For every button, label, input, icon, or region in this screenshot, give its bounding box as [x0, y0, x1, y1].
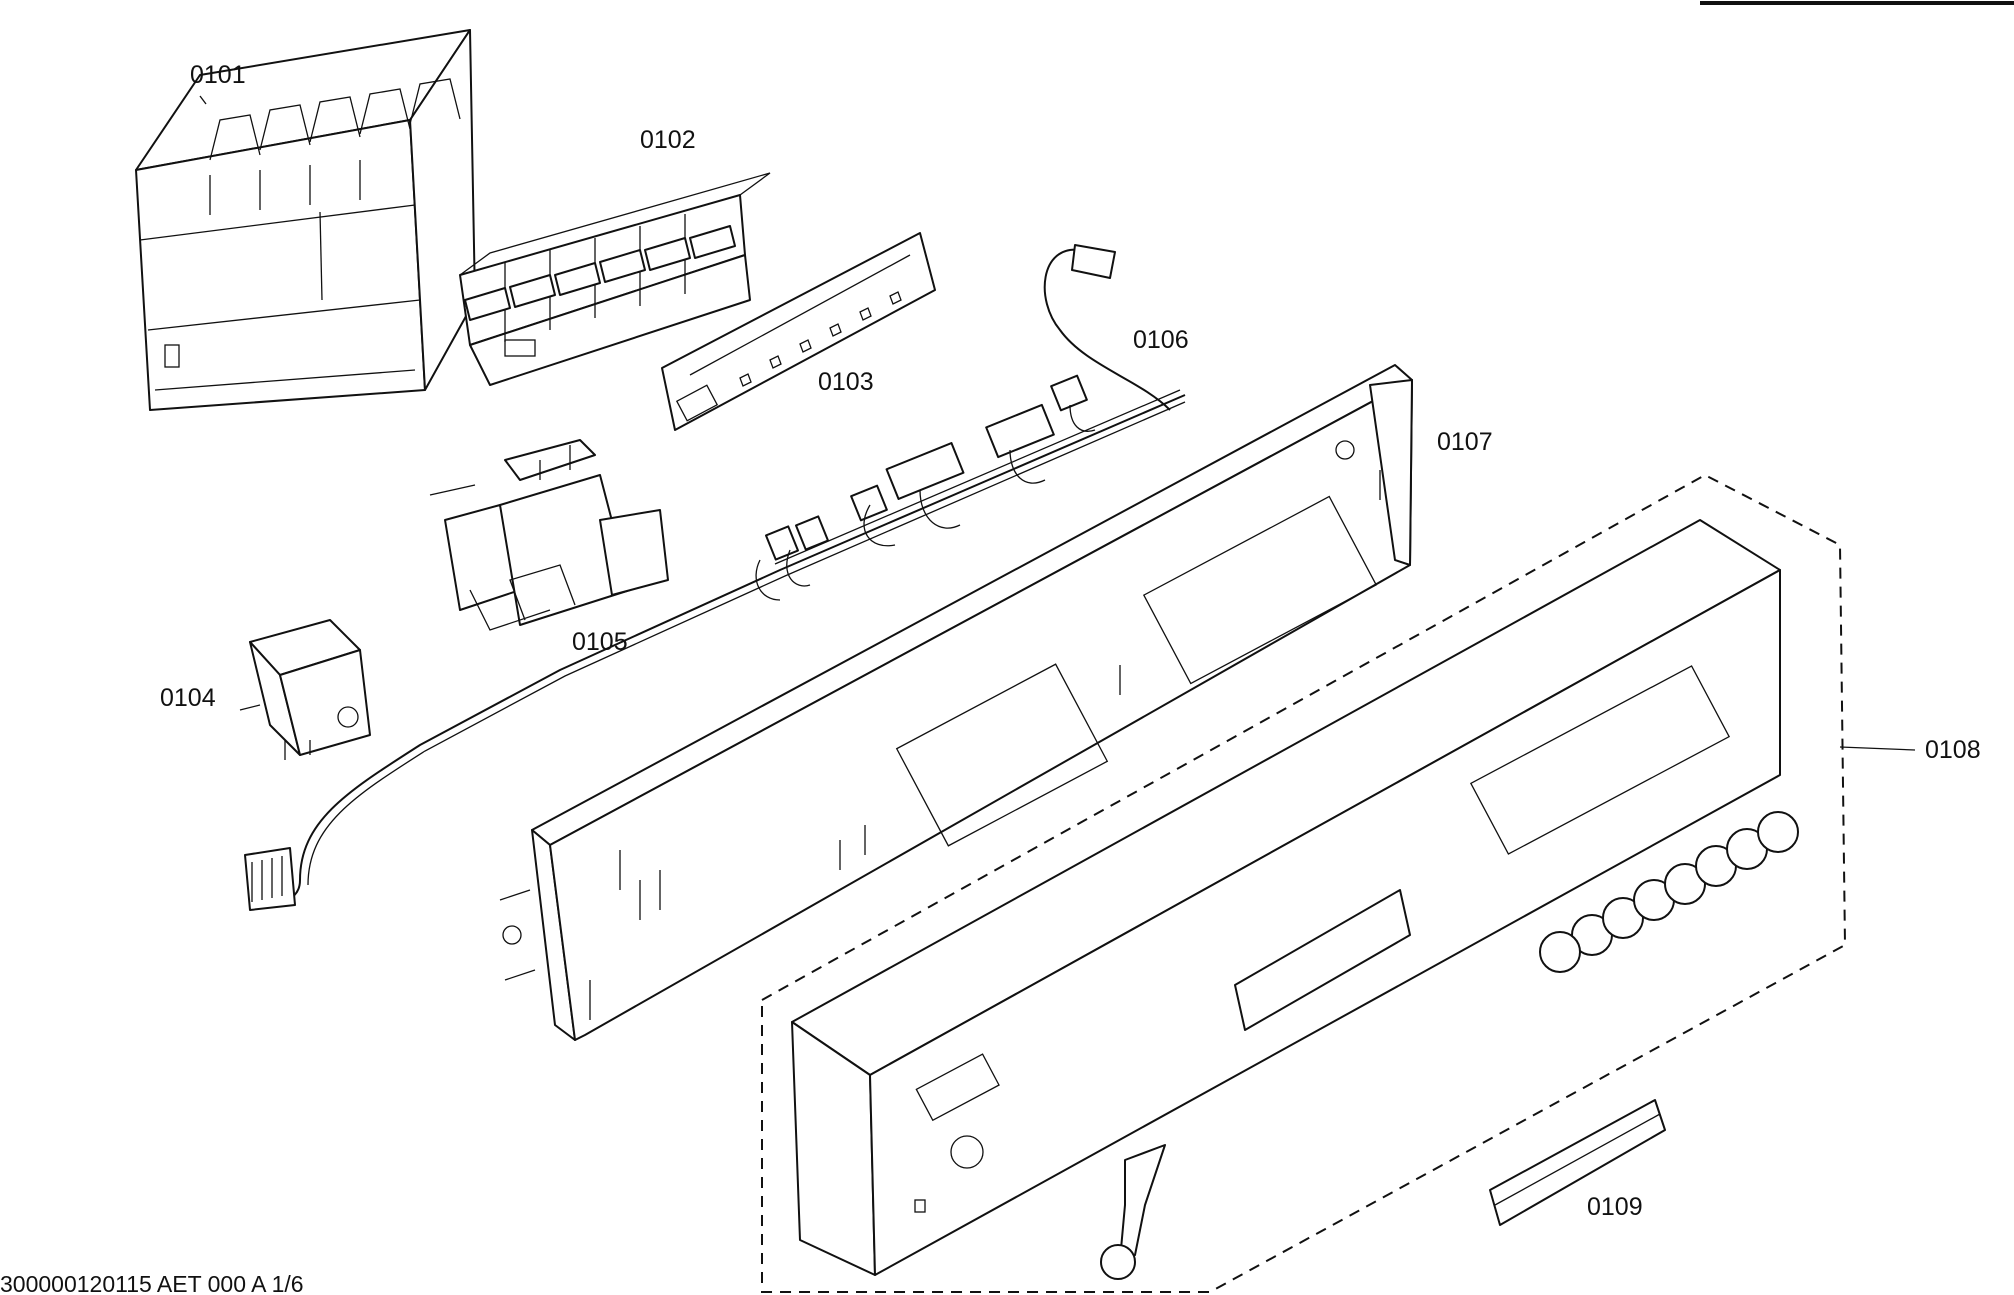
label-0101: 0101 — [190, 61, 246, 89]
part-0102-button-block[interactable] — [459, 172, 771, 386]
leader-0108 — [1839, 746, 1916, 751]
part-0105-door-switch[interactable] — [429, 439, 669, 631]
part-0104-switch[interactable] — [239, 619, 371, 760]
label-0106: 0106 — [1133, 326, 1189, 354]
part-0103-label-sticker[interactable] — [661, 232, 936, 431]
label-0109: 0109 — [1587, 1193, 1643, 1221]
drawing-reference: 300000120115 AET 000 A 1/6 — [0, 1271, 304, 1295]
label-0108: 0108 — [1925, 736, 1981, 764]
label-0104: 0104 — [160, 684, 216, 712]
part-0108-outer-panel[interactable] — [791, 519, 1799, 1280]
label-0107: 0107 — [1437, 428, 1493, 456]
part-0107-panel-frame[interactable] — [499, 364, 1413, 1041]
label-0102: 0102 — [640, 126, 696, 154]
part-0109-trim-strip[interactable] — [1489, 1099, 1666, 1226]
part-0106-wiring-harness[interactable] — [244, 244, 1186, 911]
group-outline-0108 — [761, 473, 1847, 1293]
leader-0101 — [199, 95, 207, 105]
part-0101-control-module[interactable] — [135, 29, 476, 411]
label-0103: 0103 — [818, 368, 874, 396]
